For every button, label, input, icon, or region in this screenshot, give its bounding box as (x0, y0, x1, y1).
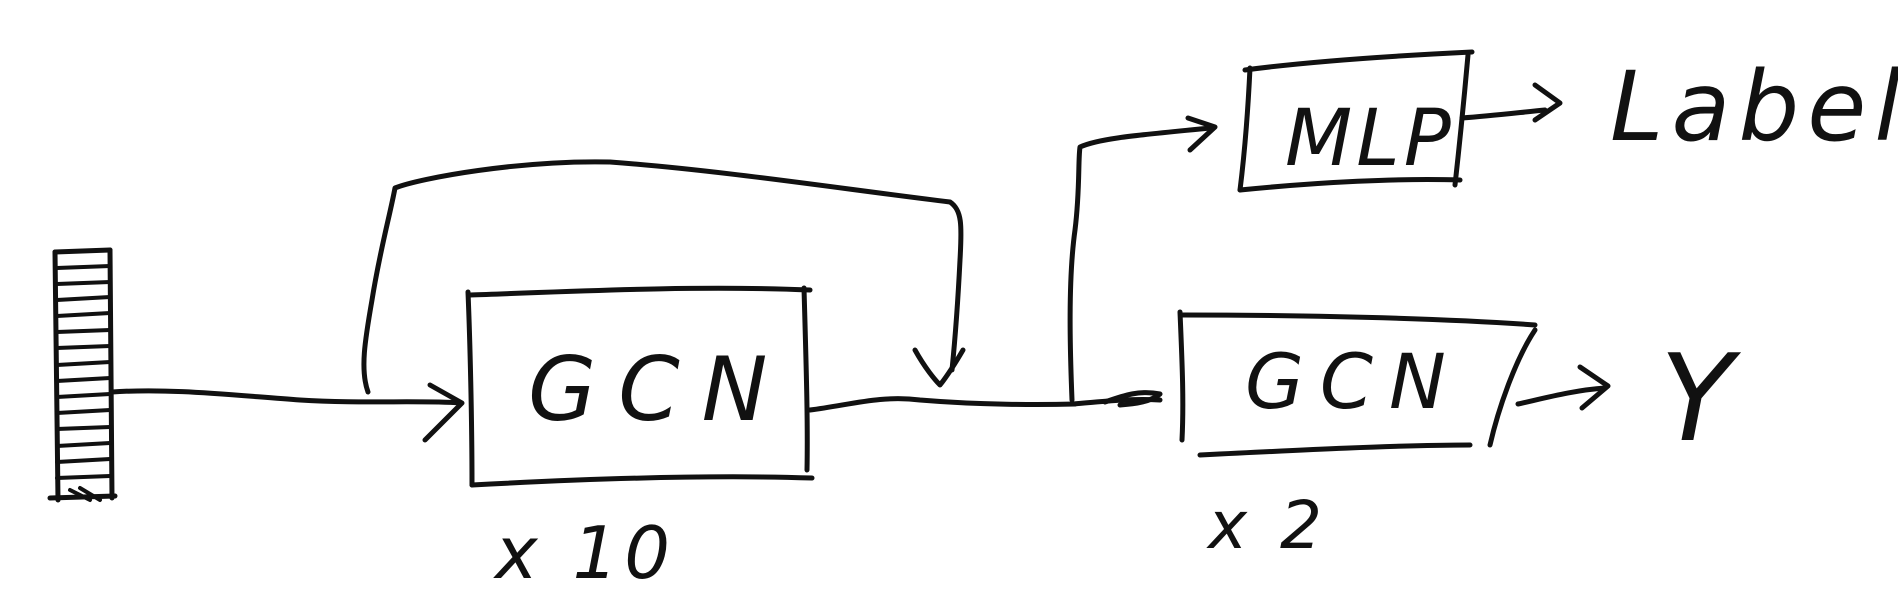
input-to-gcn-arrow (109, 382, 465, 443)
gcn-main-box (465, 285, 815, 488)
branch-to-gcn-second-arrow (1069, 390, 1163, 408)
mlp-to-label-arrow (1459, 82, 1563, 123)
skip-connection-arrow (361, 159, 966, 395)
branch-to-mlp-arrow (1067, 115, 1218, 403)
gcn-second-box (1177, 309, 1538, 458)
gcn-second-to-y-arrow (1515, 364, 1611, 411)
gcn-main-label: GCN (528, 338, 789, 441)
y-output-text: Y (1660, 330, 1742, 469)
gcn-to-branch-line (807, 396, 1078, 413)
mlp-label: MLP (1285, 94, 1455, 184)
label-output-text: Label (1610, 51, 1898, 163)
gcn-main-repeat-label: x 10 (493, 511, 676, 595)
gcn-second-repeat-label: x 2 (1206, 487, 1328, 564)
gcn-second-label: GCN (1245, 337, 1462, 426)
input-vector-icon (47, 247, 118, 503)
